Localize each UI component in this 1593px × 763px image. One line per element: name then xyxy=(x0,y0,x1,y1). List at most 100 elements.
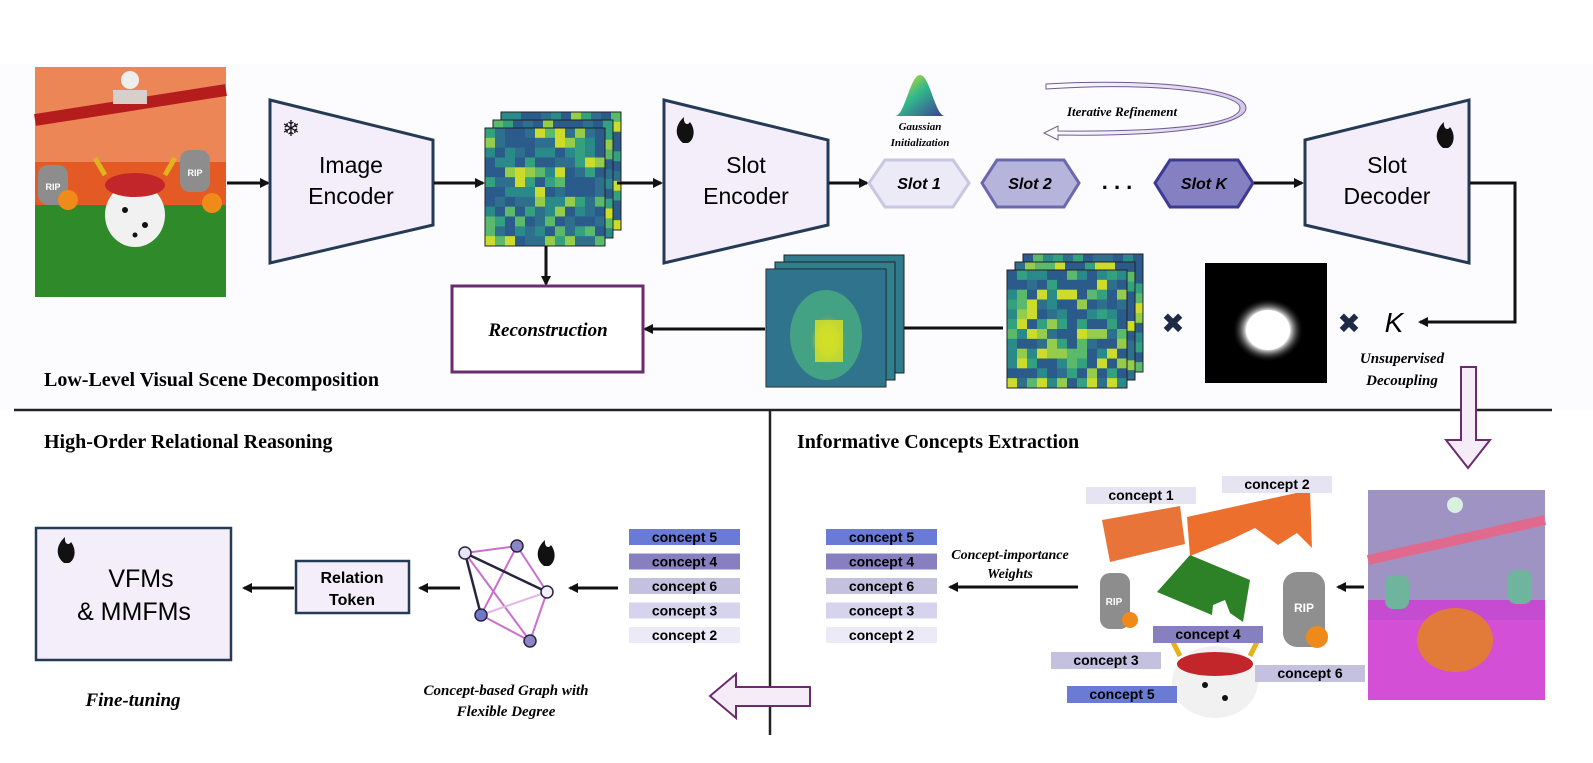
multiply-icon: ✖ xyxy=(1161,308,1184,339)
arrow-decoder-to-k xyxy=(1418,181,1517,327)
unsupervised-label-2: Decoupling xyxy=(1365,373,1438,389)
ranked-concept-item: concept 5 xyxy=(629,529,740,545)
section-title-reasoning: High-Order Relational Reasoning xyxy=(44,431,333,453)
relation-token-label-2: Token xyxy=(329,592,375,609)
image-encoder: Image Encoder ❄ xyxy=(268,98,435,265)
ranked-concept-label: concept 2 xyxy=(652,627,718,643)
multiply-icon: ✖ xyxy=(1337,308,1360,339)
segment-concept-1 xyxy=(1102,506,1185,562)
flame-icon xyxy=(676,117,694,143)
ranked-concept-label: concept 3 xyxy=(652,603,718,619)
ranked-concept-label: concept 5 xyxy=(849,529,915,545)
weights-label-1: Concept-importance xyxy=(951,548,1068,563)
flame-icon xyxy=(537,540,555,566)
tombstone-right-text: RIP xyxy=(187,168,202,178)
iterative-refinement-label: Iterative Refinement xyxy=(1066,104,1178,119)
segment-rip-text: RIP xyxy=(1294,601,1314,615)
reconstruction-label: Reconstruction xyxy=(487,320,607,341)
slot-mask-image xyxy=(1205,263,1327,383)
ranked-concept-label: concept 3 xyxy=(849,603,915,619)
image-encoder-label-1: Image xyxy=(319,152,383,178)
concept-label-5-text: concept 5 xyxy=(1089,686,1155,702)
segment-concept-4 xyxy=(1157,555,1250,622)
ranked-concept-item: concept 2 xyxy=(826,627,937,643)
flame-icon xyxy=(1436,122,1454,148)
left-arrow xyxy=(708,671,811,721)
slot-2-label: Slot 2 xyxy=(1008,176,1052,193)
concept-label-1: concept 1 xyxy=(1086,487,1196,504)
slots-ellipsis: . . . xyxy=(1102,169,1133,194)
segment-rip-text: RIP xyxy=(1106,597,1123,608)
concept-segments: RIP RIP xyxy=(1100,490,1328,718)
section-title-decomposition: Low-Level Visual Scene Decomposition xyxy=(44,369,379,391)
concept-label-6-text: concept 6 xyxy=(1277,665,1343,681)
concept-label-4: concept 4 xyxy=(1153,626,1263,643)
slot-k: Slot K xyxy=(1153,158,1255,209)
segment-concept-3 xyxy=(1100,573,1130,629)
k-symbol: K xyxy=(1385,307,1405,338)
concept-label-3: concept 3 xyxy=(1051,652,1161,669)
ranked-concept-label: concept 4 xyxy=(849,554,915,570)
graph-caption-2: Flexible Degree xyxy=(456,704,556,720)
slot-encoder-label-2: Encoder xyxy=(703,183,789,209)
segment-concept-5 xyxy=(1169,638,1261,718)
feature-map-stack-decoder xyxy=(1006,253,1144,389)
slot-1: Slot 1 xyxy=(867,158,971,209)
down-arrow xyxy=(1443,366,1493,470)
slot-encoder-label-1: Slot xyxy=(726,152,766,178)
vfm-label-1: VFMs xyxy=(108,565,173,593)
ranked-concepts-right: concept 5 concept 4 concept 6 concept 3 conc… xyxy=(826,529,937,643)
ranked-concept-label: concept 6 xyxy=(652,578,718,594)
unsupervised-label-1: Unsupervised xyxy=(1360,351,1445,367)
feature-map-layer xyxy=(1006,269,1128,389)
tombstone-left-text: RIP xyxy=(45,182,60,192)
section-title-concepts: Informative Concepts Extraction xyxy=(797,431,1079,453)
masked-scene-image xyxy=(1366,490,1547,700)
slot-2: Slot 2 xyxy=(980,158,1081,209)
ranked-concept-label: concept 5 xyxy=(652,529,718,545)
ranked-concepts-left: concept 5 concept 4 concept 6 concept 3 conc… xyxy=(629,529,740,643)
reconstruction-heatmap-stack xyxy=(765,254,905,388)
ranked-concept-item: concept 4 xyxy=(826,553,937,570)
ranked-concept-label: concept 4 xyxy=(652,554,718,570)
gaussian-label-2: Initialization xyxy=(890,137,950,149)
ranked-concept-item: concept 3 xyxy=(826,602,937,619)
concept-graph xyxy=(458,539,555,648)
slot-1-label: Slot 1 xyxy=(897,176,941,193)
relation-token: Relation Token xyxy=(294,559,411,615)
concept-label-5: concept 5 xyxy=(1067,686,1177,703)
feature-map-layer xyxy=(484,127,606,247)
relation-token-label-1: Relation xyxy=(320,570,383,587)
concept-label-2: concept 2 xyxy=(1222,476,1332,493)
concept-label-4-text: concept 4 xyxy=(1175,626,1241,642)
gaussian-initialization: Gaussian Initialization xyxy=(890,75,950,149)
concept-label-6: concept 6 xyxy=(1255,665,1365,682)
graph-caption-1: Concept-based Graph with xyxy=(423,683,588,699)
slot-k-label: Slot K xyxy=(1181,176,1229,193)
vfm-box: VFMs & MMFMs xyxy=(34,526,233,662)
ranked-concept-label: concept 6 xyxy=(849,578,915,594)
slot-encoder: Slot Encoder xyxy=(662,98,830,265)
concept-label-3-text: concept 3 xyxy=(1073,652,1139,668)
vfm-label-2: & MMFMs xyxy=(77,598,191,626)
ranked-concept-item: concept 5 xyxy=(826,529,937,545)
snowflake-icon: ❄ xyxy=(282,116,300,141)
segment-concept-2 xyxy=(1187,490,1312,556)
feature-map-stack-encoder xyxy=(484,111,622,247)
slot-decoder-label-2: Decoder xyxy=(1344,183,1431,209)
iterative-refinement-arrow: Iterative Refinement xyxy=(1042,81,1247,141)
ranked-concept-item: concept 3 xyxy=(629,602,740,619)
fine-tuning-label: Fine-tuning xyxy=(84,690,180,711)
ranked-concept-item: concept 4 xyxy=(629,553,740,570)
ranked-concept-item: concept 2 xyxy=(629,627,740,643)
slot-decoder: Slot Decoder xyxy=(1303,98,1471,265)
image-encoder-label-2: Encoder xyxy=(308,183,394,209)
flame-icon xyxy=(57,537,75,563)
gaussian-icon xyxy=(895,75,945,116)
gaussian-label-1: Gaussian xyxy=(899,121,942,133)
concept-label-2-text: concept 2 xyxy=(1244,476,1310,492)
reconstruction-box: Reconstruction xyxy=(450,284,645,374)
slot-decoder-label-1: Slot xyxy=(1367,152,1407,178)
concept-label-1-text: concept 1 xyxy=(1108,487,1174,503)
